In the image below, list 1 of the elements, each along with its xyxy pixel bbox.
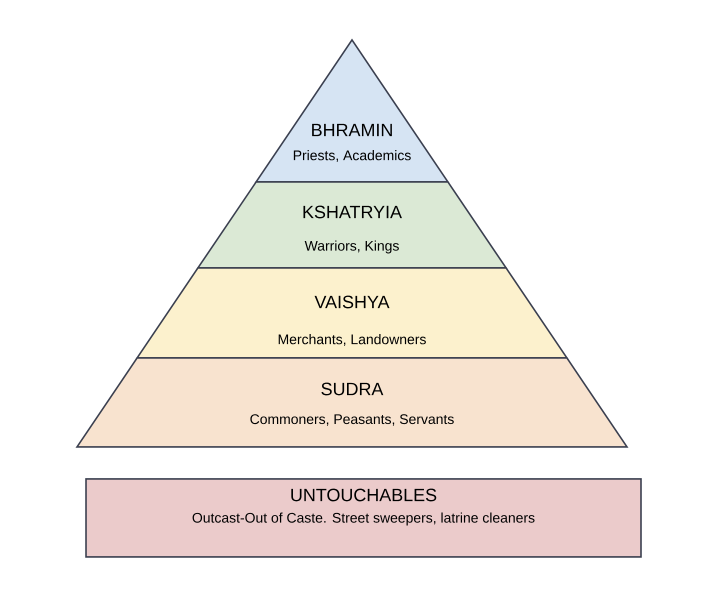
caste-box: UNTOUCHABLES Outcast-Out of Caste. Street sweepers, latrine cleaners: [85, 478, 642, 558]
